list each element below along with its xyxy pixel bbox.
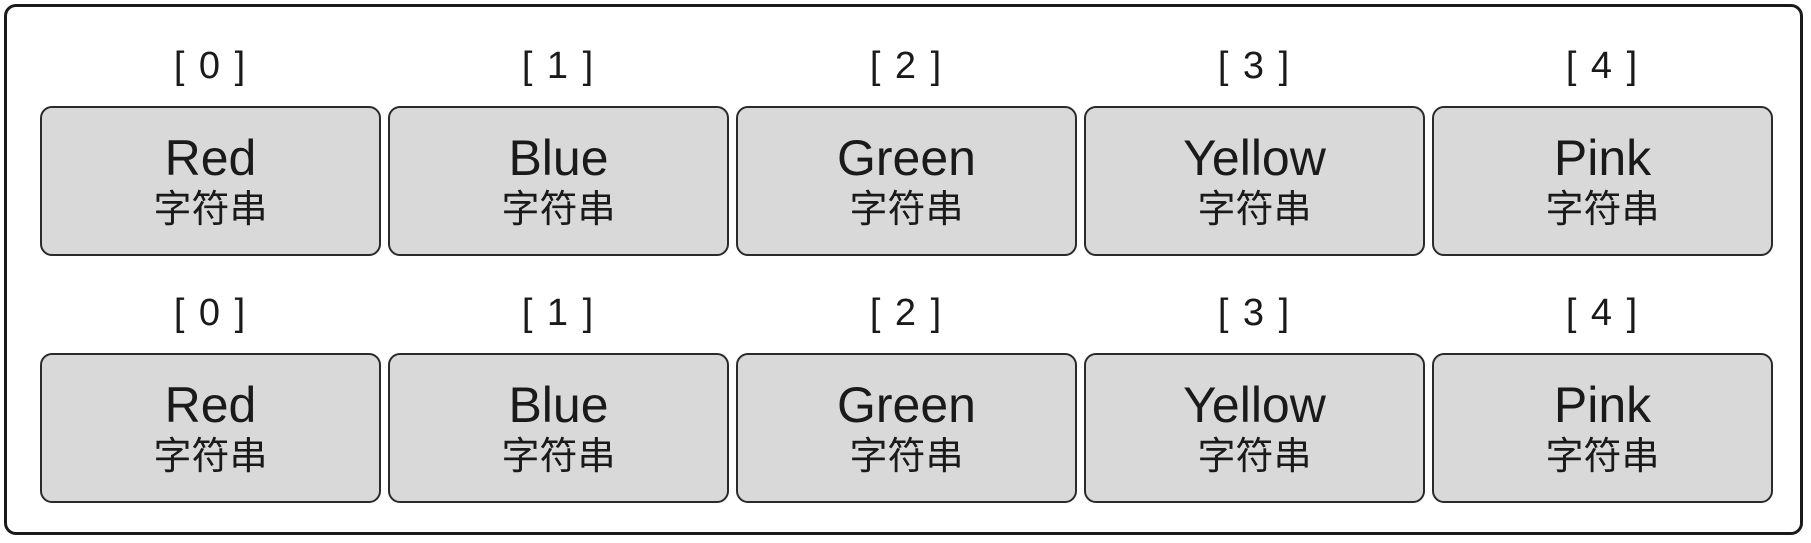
array-index-label: [ 3 ] — [1217, 291, 1292, 334]
array-element-box: Red 字符串 — [40, 353, 381, 503]
array-element-box: Blue 字符串 — [388, 353, 729, 503]
array-element-box: Pink 字符串 — [1432, 106, 1773, 256]
element-type: 字符串 — [501, 434, 616, 478]
array-cells: [ 0 ] Red 字符串 [ 1 ] Blue 字符串 [ 2 ] Green… — [40, 26, 1773, 256]
element-value: Blue — [508, 130, 609, 186]
element-value: Red — [164, 377, 257, 433]
array-element-box: Blue 字符串 — [388, 106, 729, 256]
array-element-box: Green 字符串 — [736, 106, 1077, 256]
array-cell: [ 2 ] Green 字符串 — [736, 273, 1077, 503]
element-value: Yellow — [1183, 130, 1326, 186]
array-cell: [ 1 ] Blue 字符串 — [388, 273, 729, 503]
element-type: 字符串 — [1545, 434, 1660, 478]
element-value: Blue — [508, 377, 609, 433]
array-cell: [ 2 ] Green 字符串 — [736, 26, 1077, 256]
element-value: Green — [837, 130, 976, 186]
array-index-label: [ 1 ] — [521, 44, 596, 87]
array-element-box: Yellow 字符串 — [1084, 106, 1425, 256]
element-value: Green — [837, 377, 976, 433]
element-type: 字符串 — [1545, 187, 1660, 231]
element-value: Pink — [1553, 130, 1652, 186]
element-value: Red — [164, 130, 257, 186]
array-cells: [ 0 ] Red 字符串 [ 1 ] Blue 字符串 [ 2 ] Green… — [40, 273, 1773, 503]
array-index-label: [ 0 ] — [173, 44, 248, 87]
array-cell: [ 4 ] Pink 字符串 — [1432, 273, 1773, 503]
array-cell: [ 3 ] Yellow 字符串 — [1084, 273, 1425, 503]
array-element-box: Yellow 字符串 — [1084, 353, 1425, 503]
element-type: 字符串 — [153, 434, 268, 478]
array-cell: [ 0 ] Red 字符串 — [40, 26, 381, 256]
array-cell: [ 4 ] Pink 字符串 — [1432, 26, 1773, 256]
array-index-label: [ 1 ] — [521, 291, 596, 334]
element-type: 字符串 — [153, 187, 268, 231]
array-cell: [ 1 ] Blue 字符串 — [388, 26, 729, 256]
array-index-label: [ 2 ] — [869, 291, 944, 334]
element-value: Yellow — [1183, 377, 1326, 433]
element-type: 字符串 — [1197, 434, 1312, 478]
array-element-box: Pink 字符串 — [1432, 353, 1773, 503]
element-type: 字符串 — [849, 187, 964, 231]
array-cell: [ 3 ] Yellow 字符串 — [1084, 26, 1425, 256]
array-element-box: Red 字符串 — [40, 106, 381, 256]
array-index-label: [ 4 ] — [1565, 291, 1640, 334]
array-cell: [ 0 ] Red 字符串 — [40, 273, 381, 503]
array-element-box: Green 字符串 — [736, 353, 1077, 503]
array-index-label: [ 4 ] — [1565, 44, 1640, 87]
element-type: 字符串 — [1197, 187, 1312, 231]
element-type: 字符串 — [849, 434, 964, 478]
array-index-label: [ 2 ] — [869, 44, 944, 87]
array-index-label: [ 3 ] — [1217, 44, 1292, 87]
element-type: 字符串 — [501, 187, 616, 231]
array-row-1: [ 0 ] Red 字符串 [ 1 ] Blue 字符串 [ 2 ] Green… — [40, 26, 1773, 256]
array-row-2: [ 0 ] Red 字符串 [ 1 ] Blue 字符串 [ 2 ] Green… — [40, 273, 1773, 503]
element-value: Pink — [1553, 377, 1652, 433]
array-index-label: [ 0 ] — [173, 291, 248, 334]
